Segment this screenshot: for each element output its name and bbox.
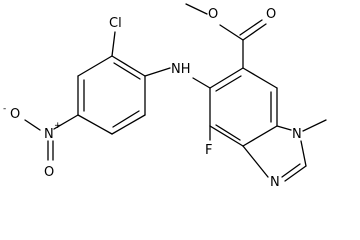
molecule-drawing: Cl NH N + O - O O O F N N [3,3,327,190]
bond-c-cl [111,31,116,57]
bond-phenyl-1 [111,55,146,77]
atom-nh: NH [171,62,191,77]
atom-o-carbonyl: O [266,7,276,22]
atom-cl: Cl [109,16,122,31]
bond-core-4 [242,125,278,147]
atom-o-nitro: O [44,165,54,180]
bond-n-methyl [302,119,327,132]
bond-phenyl-double-2 [112,110,140,128]
bond-imid-3-double [281,163,301,178]
bond-core-double-1 [215,75,242,92]
bond-ester-c-o-double-a [242,23,267,41]
atom-f: F [205,143,212,158]
structure-diagram: Cl NH N + O - O O O F N N [3,3,327,190]
atom-n-nitro: N [44,127,54,142]
bond-core-1 [209,67,244,89]
bond-imid-1 [276,125,292,131]
atom-n3: N [270,175,280,190]
bond-ester-c-o-double-b [239,19,263,36]
bond-ester-c-o [219,24,244,41]
bond-core-double-3 [215,124,241,141]
bond-imid-4 [242,145,269,178]
bond-c-nitro [53,114,79,130]
bond-imid-3 [284,165,307,182]
bond-phenyl-6 [77,55,113,77]
bond-nh-core [192,77,211,89]
charge-o-minus: - [3,104,6,114]
bond-o-methyl [185,3,208,15]
atom-n1: N [292,127,302,142]
atom-o-ester: O [208,7,218,22]
atom-o-minus: O [10,107,20,122]
bond-phenyl-nh [144,67,171,77]
bond-phenyl-double-1 [113,62,141,80]
phenyl-ring [77,55,146,135]
bond-core-2 [242,67,278,89]
bond-phenyl-4 [77,114,113,135]
benzene-core [209,67,278,147]
bond-n-o-minus [24,119,41,131]
charge-n-plus: + [54,121,62,131]
bond-imid-2 [300,140,307,167]
bond-core-5 [209,125,244,147]
bond-phenyl-3 [111,114,146,135]
